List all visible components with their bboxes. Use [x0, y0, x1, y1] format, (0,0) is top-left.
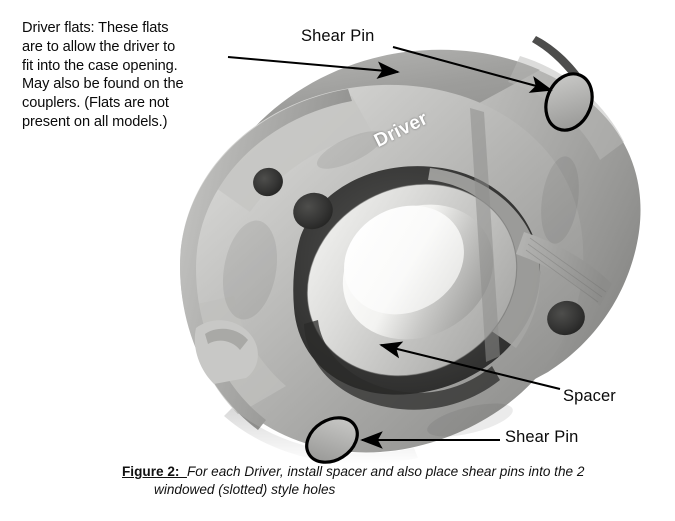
counterbore-wall	[428, 168, 541, 348]
shear-pin-highlight-bottom	[305, 416, 359, 464]
band-striations	[525, 237, 607, 303]
note-line-2: are to allow the driver to	[22, 38, 176, 55]
note-line-3: fit into the case opening.	[22, 57, 178, 74]
blind-hole-right	[547, 300, 585, 336]
blind-hole-mid-left	[293, 192, 333, 230]
center-bore-opening	[344, 205, 464, 315]
driver-flats-note: Driver flats: These flats are to allow t…	[22, 19, 234, 132]
note-line-5: couplers. (Flats are not	[22, 95, 169, 112]
machined-band	[516, 232, 612, 306]
shear-pin-hole-bottom	[306, 417, 358, 463]
left-rim-edge	[180, 89, 352, 430]
surface-texture	[222, 131, 579, 437]
leader-driver-flats	[227, 55, 400, 79]
figure-caption: Figure 2: For each Driver, install space…	[122, 463, 642, 499]
shear-pin-hole-top	[545, 73, 593, 131]
blind-hole-upper-left	[253, 167, 283, 197]
note-line-4: May also be found on the	[22, 76, 184, 93]
leader-spacer	[379, 341, 561, 391]
shear-pin-label-top: Shear Pin	[301, 27, 375, 45]
figure-caption-line2: windowed (slotted) style holes	[154, 482, 336, 497]
figure-caption-label: Figure 2:	[122, 464, 187, 479]
top-flat-band	[223, 49, 540, 184]
right-step-edge	[470, 108, 500, 362]
figure-caption-line1: For each Driver, install spacer and also…	[186, 464, 585, 479]
slot-notch-top	[532, 36, 580, 80]
shear-pin-highlight-top	[544, 72, 594, 132]
leader-shear-pin-top	[392, 45, 553, 93]
note-line-1: Driver flats: These flats	[22, 20, 169, 36]
coupling-body	[180, 36, 641, 465]
note-line-6: present on all models.)	[22, 113, 168, 130]
leader-lines	[227, 45, 561, 449]
spacer-drop-shadow	[304, 320, 500, 410]
spacer-label: Spacer	[563, 387, 616, 405]
shear-pin-label-bottom: Shear Pin	[505, 428, 579, 446]
notch-shadow	[205, 328, 248, 350]
